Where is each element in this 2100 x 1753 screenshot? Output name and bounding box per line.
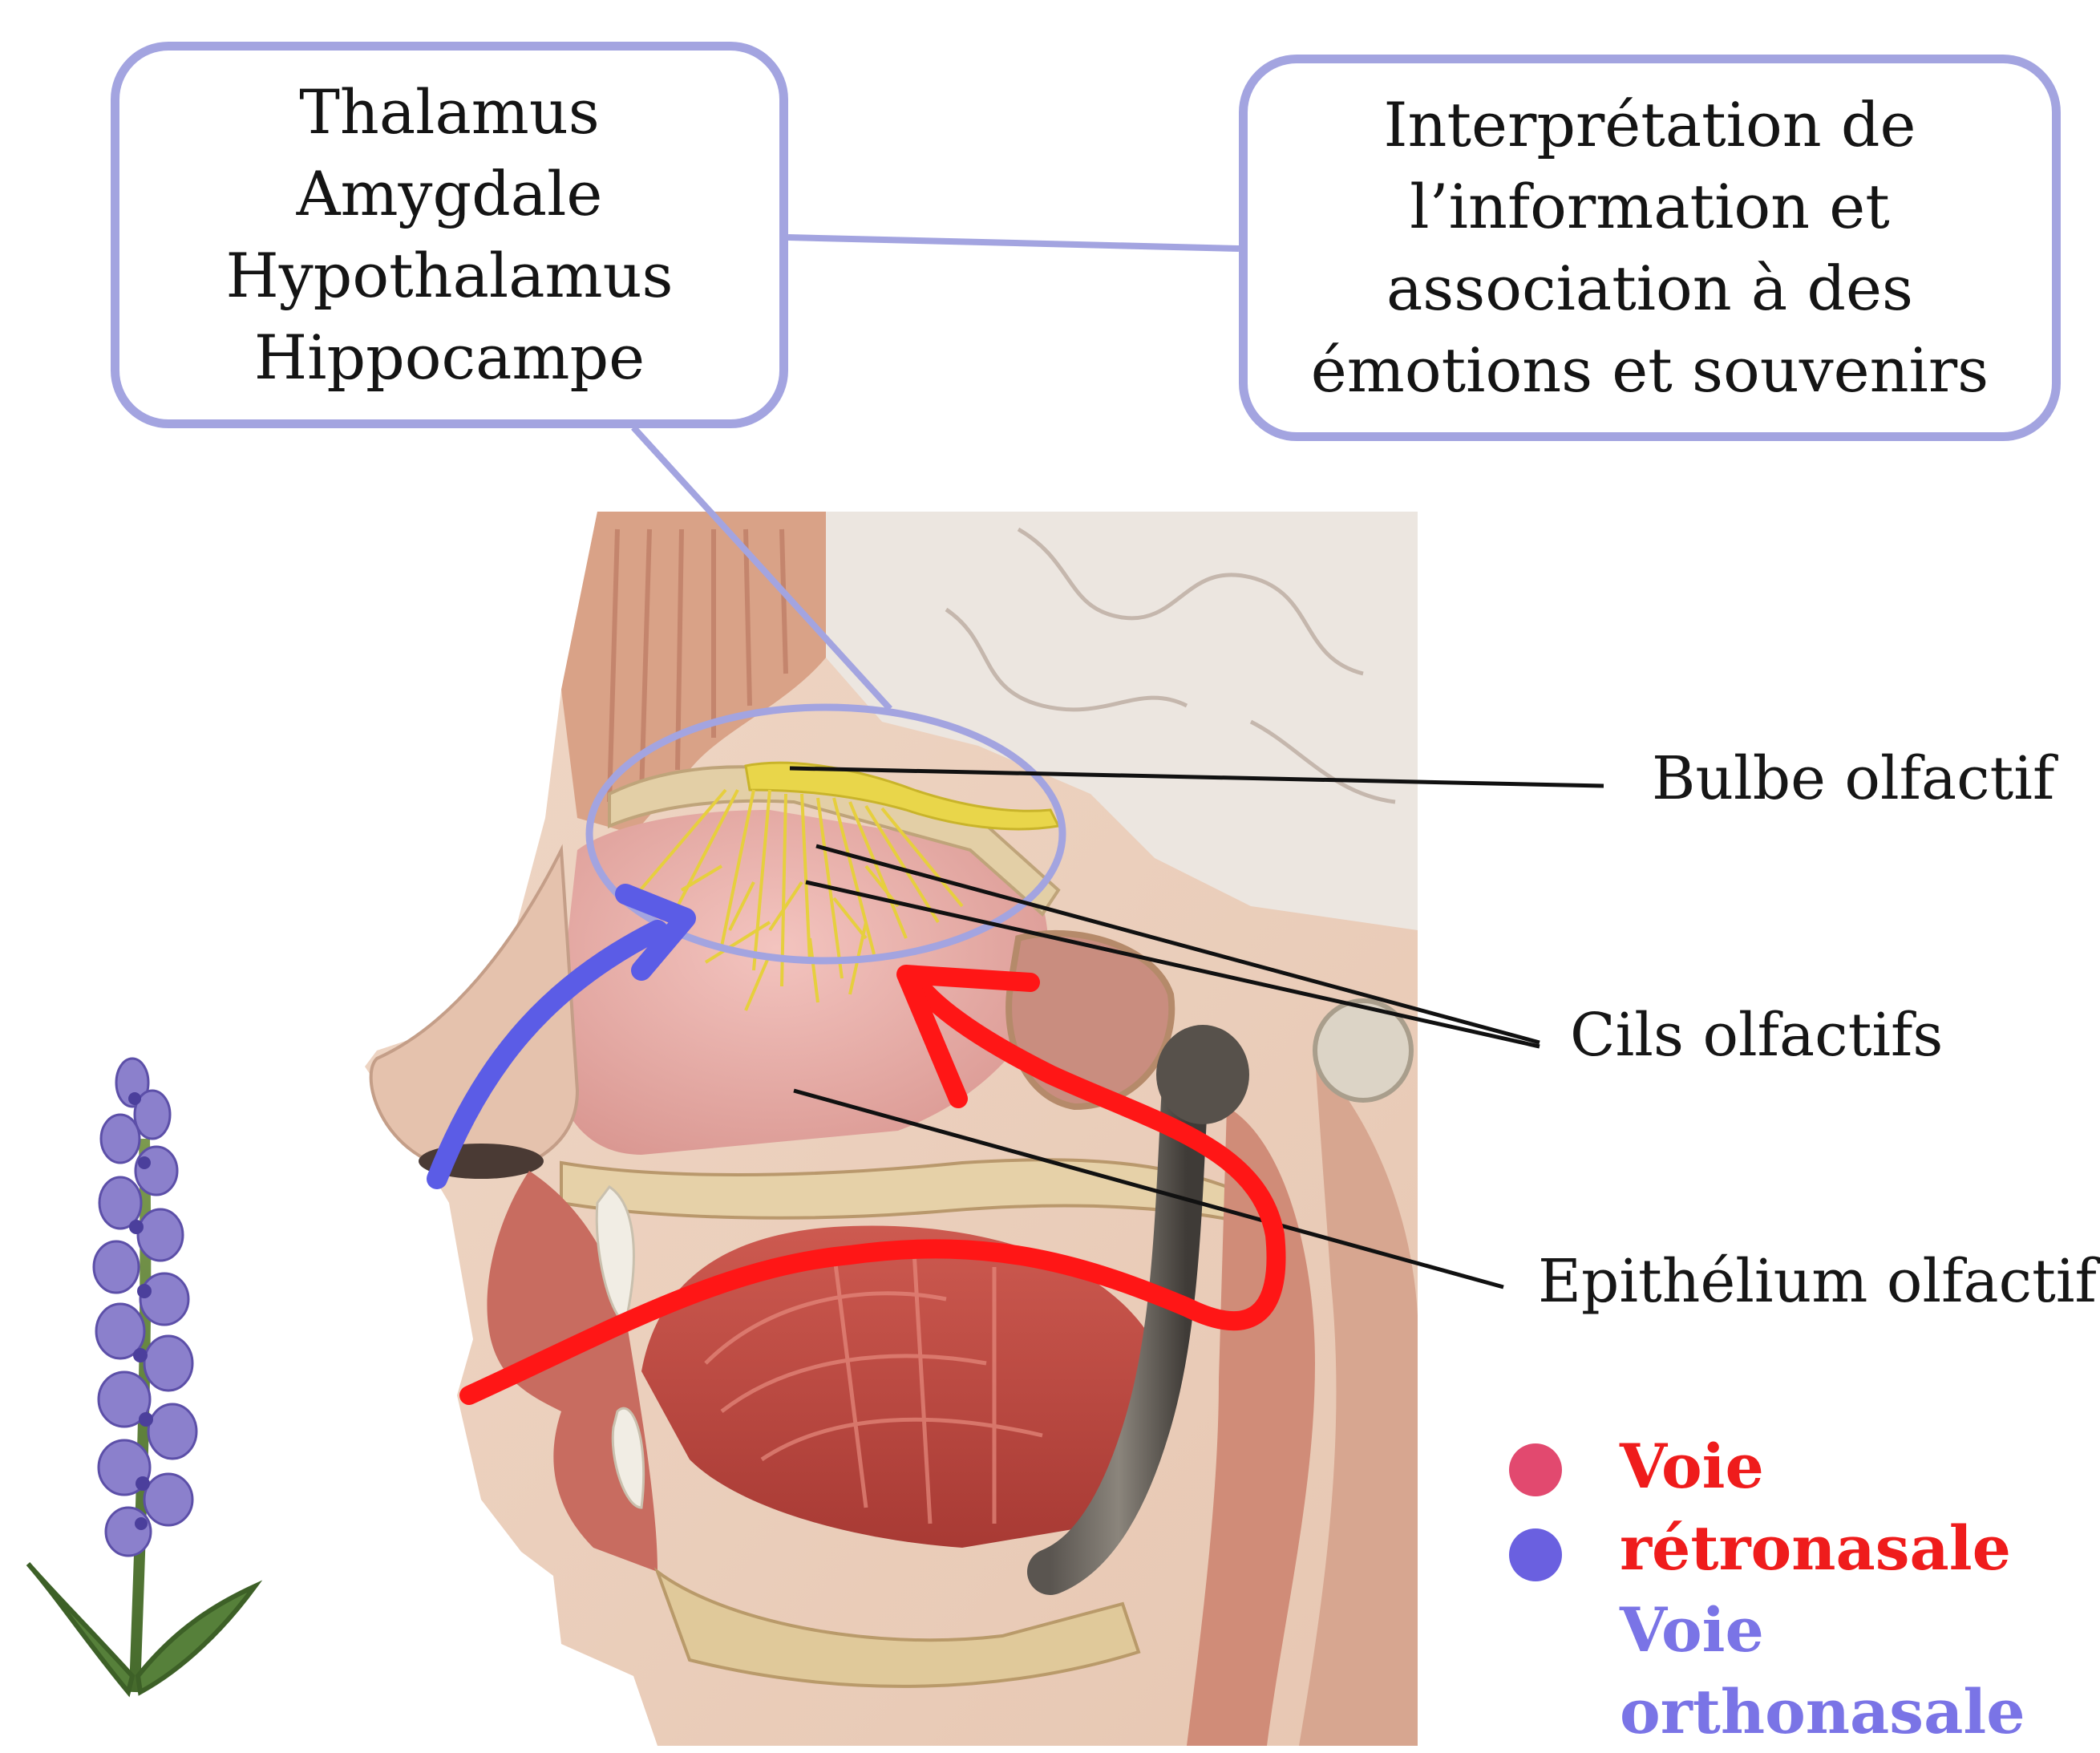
interpretation-line-4: émotions et souvenirs [1311,330,1989,411]
brain-region-thalamus: Thalamus [225,71,673,153]
label-bulbe-olfactif: Bulbe olfactif [1652,744,2054,813]
legend-orthonasale: Voie orthonasale [1620,1589,2025,1753]
legend-retronasale-line-1: Voie [1620,1426,2011,1508]
legend-dot-orthonasale [1509,1528,1562,1581]
label-epithelium-olfactif: Epithélium olfactif [1538,1247,2097,1316]
legend-orthonasale-line-2: orthonasale [1620,1671,2025,1753]
lavender-leaf-right [138,1586,255,1692]
brain-region-hippocampe: Hippocampe [225,317,673,399]
interpretation-line-1: Interprétation de [1311,84,1989,166]
legend-orthonasale-line-1: Voie [1620,1589,2025,1671]
label-cils-olfactifs: Cils olfactifs [1570,1001,1943,1070]
head-sagittal-section [365,512,1418,1746]
connector-box-to-box [788,237,1239,249]
legend-dot-retronasale [1509,1443,1562,1496]
interpretation-line-3: association à des [1311,248,1989,330]
brain-regions-box: Thalamus Amygdale Hypothalamus Hippocamp… [111,42,788,428]
lavender-sprig [28,1059,255,1692]
tube-opening [1156,1025,1249,1124]
interpretation-box: Interprétation de l’information et assoc… [1239,55,2061,441]
brain-region-amygdale: Amygdale [225,153,673,235]
legend-retronasale: Voie rétronasale [1620,1426,2011,1589]
interpretation-line-2: l’information et [1311,166,1989,248]
brain-region-hypothalamus: Hypothalamus [225,235,673,317]
lavender-leaf-left [28,1564,132,1692]
legend-retronasale-line-2: rétronasale [1620,1508,2011,1589]
